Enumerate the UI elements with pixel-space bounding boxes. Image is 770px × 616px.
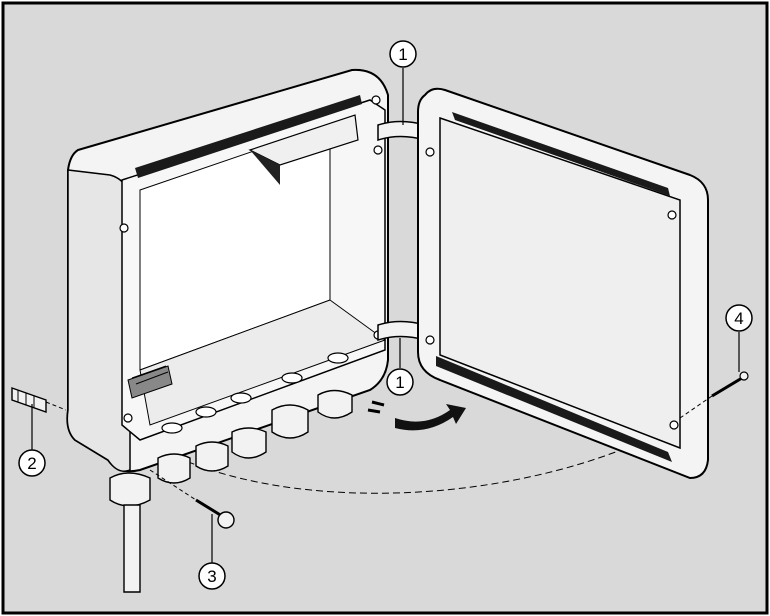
closing-arrow: [367, 400, 466, 431]
callout-cover-screw: 4: [725, 304, 753, 372]
cable-glands: [109, 389, 353, 507]
callout-label-wall-plug: 2: [27, 454, 36, 473]
callout-hinge-bottom: 1: [386, 338, 414, 396]
terminal-block: [127, 365, 173, 399]
callout-wall-plug: 2: [18, 404, 46, 477]
callout-label-hinge-bottom: 1: [395, 373, 404, 392]
callout-mounting-screw: 3: [198, 514, 226, 590]
callout-label-cover-screw: 4: [734, 309, 743, 328]
wall-plug: [11, 387, 67, 413]
enclosure-cover: [417, 87, 709, 480]
cable: [123, 504, 141, 593]
cover-screw: [679, 371, 749, 419]
callout-label-mounting-screw: 3: [207, 567, 216, 586]
enclosure-base: [66, 68, 389, 473]
callout-hinge-top: 1: [389, 40, 417, 125]
callout-label-hinge-top: 1: [398, 45, 407, 64]
mounting-screw: [149, 469, 235, 529]
